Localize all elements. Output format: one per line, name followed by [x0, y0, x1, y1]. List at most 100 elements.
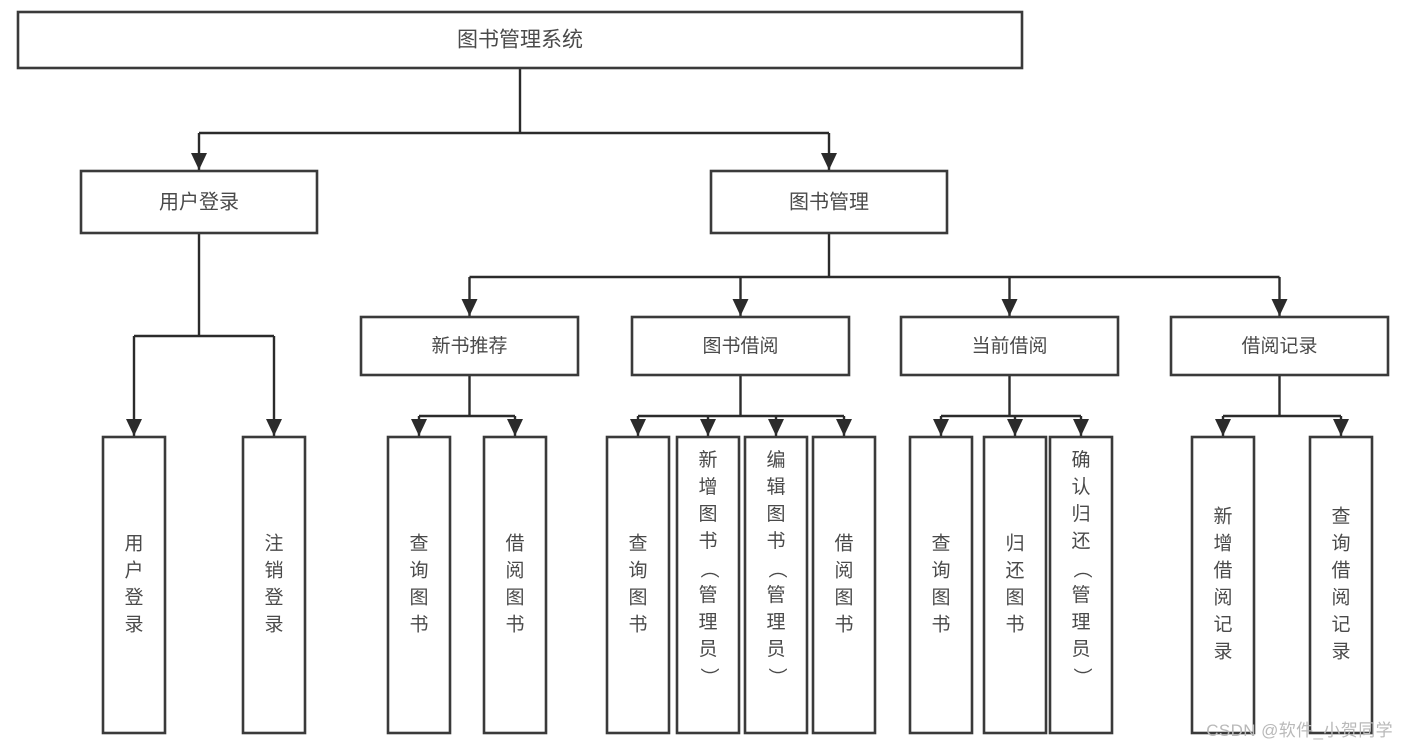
node-label-current-borrow: 当前借阅 [971, 335, 1047, 357]
arrow-head-icon [126, 419, 142, 436]
node-label-char: 用 [124, 534, 143, 555]
node-label-new-book-recommend: 新书推荐 [431, 335, 507, 357]
node-label-char: 询 [1331, 533, 1350, 555]
arrow-head-icon [700, 419, 716, 436]
node-label-char: 辑 [766, 476, 785, 498]
node-label-char: 查 [1331, 506, 1350, 528]
node-label-char: 书 [505, 614, 524, 636]
node-leaf-user-login[interactable]: 用户登录 [101, 435, 167, 735]
node-label-char: 管 [698, 584, 717, 606]
node-box-book-manage [709, 169, 949, 235]
node-borrow-record[interactable]: 借阅记录 [1169, 315, 1390, 377]
node-user-login[interactable]: 用户登录 [79, 169, 319, 235]
node-label-char: 录 [1331, 642, 1350, 663]
node-label-book-borrow: 图书借阅 [702, 335, 778, 357]
node-label-char: 查 [931, 533, 950, 555]
node-label-char: 图 [409, 588, 428, 609]
node-label-char: 借 [1213, 560, 1232, 582]
node-label-char: 阅 [834, 560, 853, 582]
node-new-book-recommend[interactable]: 新书推荐 [359, 315, 580, 377]
node-label-book-manage: 图书管理 [789, 190, 869, 213]
node-book-manage[interactable]: 图书管理 [709, 169, 949, 235]
node-label-char: 管 [766, 584, 785, 606]
arrow-head-icon [821, 153, 837, 170]
node-label-char: 借 [834, 533, 853, 555]
node-label-char: 管 [1071, 584, 1090, 606]
arrow-head-icon [266, 419, 282, 436]
node-label-char: 阅 [505, 560, 524, 582]
node-box-leaf-user-login [101, 435, 167, 735]
node-label-char: 登 [124, 587, 143, 609]
node-label-char: 阅 [1213, 587, 1232, 609]
node-label-char: 询 [931, 560, 950, 582]
node-root[interactable]: 图书管理系统 [16, 10, 1024, 70]
node-label-char: 图 [834, 588, 853, 609]
arrow-head-icon [1073, 419, 1089, 436]
node-book-borrow[interactable]: 图书借阅 [630, 315, 851, 377]
node-box-root [16, 10, 1024, 70]
node-box-leaf-query-book-current [908, 435, 974, 735]
csdn-watermark: CSDN @软件_小贺同学 [1206, 721, 1393, 740]
node-box-leaf-edit-book [743, 435, 809, 735]
arrow-head-icon [933, 419, 949, 436]
node-label-char: 理 [1071, 612, 1090, 633]
node-label-char: 理 [698, 612, 717, 633]
arrow-head-icon [630, 419, 646, 436]
node-label-char: 书 [698, 530, 717, 552]
node-label-char: 注 [264, 533, 283, 555]
node-current-borrow[interactable]: 当前借阅 [899, 315, 1120, 377]
node-box-leaf-borrow-book [811, 435, 877, 735]
node-label-char: 阅 [1331, 587, 1350, 609]
arrow-head-icon [1001, 299, 1018, 316]
node-label-char: 还 [1071, 530, 1090, 552]
arrow-head-icon [1333, 419, 1349, 436]
arrow-head-icon [1271, 299, 1288, 316]
node-label-char: ） [766, 667, 788, 686]
node-label-char: 员 [698, 639, 717, 660]
arrow-head-icon [461, 299, 478, 316]
arrow-head-icon [1007, 419, 1023, 436]
node-box-leaf-query-book-rec [386, 435, 452, 735]
node-label-char: 书 [834, 614, 853, 636]
node-box-leaf-query-record [1308, 435, 1374, 735]
node-box-leaf-return-book [982, 435, 1048, 735]
node-label-char: 还 [1005, 560, 1024, 582]
node-label-char: 归 [1005, 533, 1024, 555]
node-label-char: 查 [409, 533, 428, 555]
node-label-char: 图 [766, 504, 785, 525]
node-label-char: 书 [1005, 614, 1024, 636]
node-box-borrow-record [1169, 315, 1390, 377]
arrow-head-icon [1215, 419, 1231, 436]
node-box-leaf-logout [241, 435, 307, 735]
node-box-user-login [79, 169, 319, 235]
node-label-char: 录 [1213, 642, 1232, 663]
node-label-char: 增 [698, 476, 717, 498]
arrow-head-icon [191, 153, 207, 170]
node-label-char: 理 [766, 612, 785, 633]
node-label-char: 编 [766, 449, 785, 471]
node-label-char: 新 [1213, 506, 1232, 528]
node-label-char: 员 [1071, 639, 1090, 660]
node-label-char: 询 [409, 560, 428, 582]
node-label-char: 户 [124, 560, 143, 582]
node-label-char: 记 [1331, 614, 1350, 636]
arrow-head-icon [411, 419, 427, 436]
node-label-char: 图 [505, 588, 524, 609]
node-label-char: 新 [698, 449, 717, 471]
node-label-char: （ [698, 559, 720, 578]
node-boxes-group: 图书管理系统用户登录图书管理新书推荐图书借阅当前借阅借阅记录用户登录注销登录查询… [16, 10, 1390, 735]
